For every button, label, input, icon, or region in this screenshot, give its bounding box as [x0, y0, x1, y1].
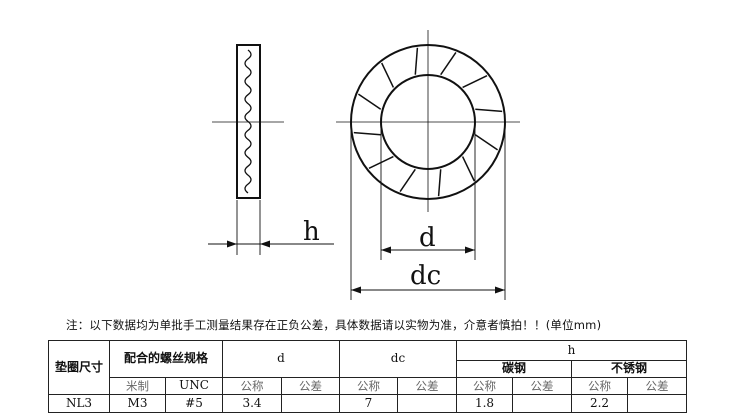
- measurement-note: 注：以下数据均为单批手工测量结果存在正负公差，具体数据请以实物为准，介意者慎拍！…: [66, 318, 602, 332]
- h-label: h: [303, 217, 320, 247]
- cell-dc-tolerance: [397, 394, 457, 413]
- subheader-carbon-tolerance: 公差: [512, 377, 572, 395]
- cell-dc: 7: [339, 394, 398, 413]
- subheader-d-nominal: 公称: [222, 377, 282, 395]
- subheader-stainless-nominal: 公称: [571, 377, 628, 395]
- serration-line: [440, 51, 457, 76]
- washer-technical-drawing: h d dc: [208, 30, 520, 300]
- serration-line: [462, 75, 488, 89]
- subheader-d-tolerance: 公差: [281, 377, 340, 395]
- serration-line: [474, 134, 499, 151]
- cell-d-tolerance: [281, 394, 340, 413]
- subheader-carbon-nominal: 公称: [456, 377, 513, 395]
- washer-side-view: [236, 44, 261, 199]
- d-arrow-left: [381, 246, 391, 254]
- serration-line: [399, 168, 416, 193]
- cell-h-carbon-tolerance: [512, 394, 572, 413]
- cell-d: 3.4: [222, 394, 282, 413]
- serration-line: [414, 47, 419, 75]
- cell-h-stainless: 2.2: [571, 394, 628, 413]
- h-arrow-left: [227, 240, 237, 248]
- header-washer-size: 垫圈尺寸: [48, 340, 110, 395]
- d-arrow-right: [465, 246, 475, 254]
- serration-line: [461, 156, 475, 182]
- cell-size: NL3: [48, 394, 110, 413]
- dc-label: dc: [410, 261, 441, 291]
- serration-line: [437, 169, 442, 197]
- header-carbon-steel: 碳钢: [456, 360, 572, 378]
- serration-line: [475, 108, 503, 113]
- dc-arrow-right: [495, 286, 505, 294]
- cell-unc: #5: [165, 394, 223, 413]
- dc-arrow-left: [351, 286, 361, 294]
- table-row: NL3 M3 #5 3.4 7 1.8 2.2: [48, 394, 687, 413]
- header-d: d: [222, 340, 340, 378]
- cell-metric: M3: [109, 394, 166, 413]
- serration-line: [381, 62, 395, 88]
- subheader-stainless-tolerance: 公差: [627, 377, 687, 395]
- wavy-side-profile: [244, 49, 252, 194]
- h-arrow-right: [260, 240, 270, 248]
- header-stainless-steel: 不锈钢: [571, 360, 687, 378]
- cell-h-stainless-tolerance: [627, 394, 687, 413]
- subheader-dc-tolerance: 公差: [397, 377, 457, 395]
- header-thread-spec: 配合的螺丝规格: [109, 340, 223, 378]
- serration-line: [357, 93, 382, 110]
- d-label: d: [419, 223, 436, 253]
- subheader-dc-nominal: 公称: [339, 377, 398, 395]
- subheader-unc: UNC: [165, 377, 223, 395]
- serration-line: [353, 131, 381, 136]
- header-h: h: [456, 340, 687, 361]
- subheader-metric: 米制: [109, 377, 166, 395]
- cell-h-carbon: 1.8: [456, 394, 513, 413]
- header-dc: dc: [339, 340, 457, 378]
- specification-table: 垫圈尺寸 配合的螺丝规格 d dc h 碳钢 不锈钢 米制 UNC 公称 公差 …: [48, 340, 687, 413]
